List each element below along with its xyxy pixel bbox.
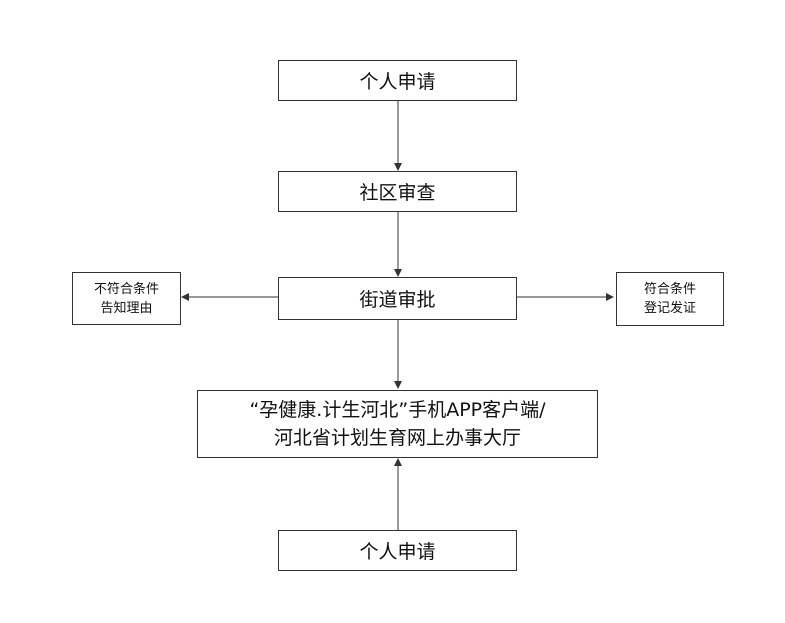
- accept-line1: 符合条件: [643, 282, 696, 297]
- apply-label-top: 个人申请: [359, 71, 436, 93]
- street-approval-box: 街道审批: [278, 277, 517, 320]
- community-review-box: 社区审查: [278, 171, 517, 212]
- platform-line2: 河北省计划生育网上办事大厅: [273, 427, 521, 449]
- apply-label-bottom: 个人申请: [359, 541, 436, 563]
- accept-box: 符合条件 登记发证: [616, 272, 724, 326]
- street-approval-label: 街道审批: [359, 289, 436, 311]
- reject-box: 不符合条件 告知理由: [72, 272, 181, 325]
- apply-box-bottom: 个人申请: [278, 530, 517, 571]
- platform-line1: “孕健康.计生河北”手机APP客户端/: [249, 399, 546, 421]
- accept-line2: 登记发证: [643, 301, 696, 316]
- platform-box: “孕健康.计生河北”手机APP客户端/ 河北省计划生育网上办事大厅: [197, 390, 598, 458]
- reject-line2: 告知理由: [100, 300, 153, 316]
- apply-box-top: 个人申请: [278, 60, 517, 101]
- community-review-label: 社区审查: [359, 182, 436, 204]
- reject-line1: 不符合条件: [93, 281, 159, 297]
